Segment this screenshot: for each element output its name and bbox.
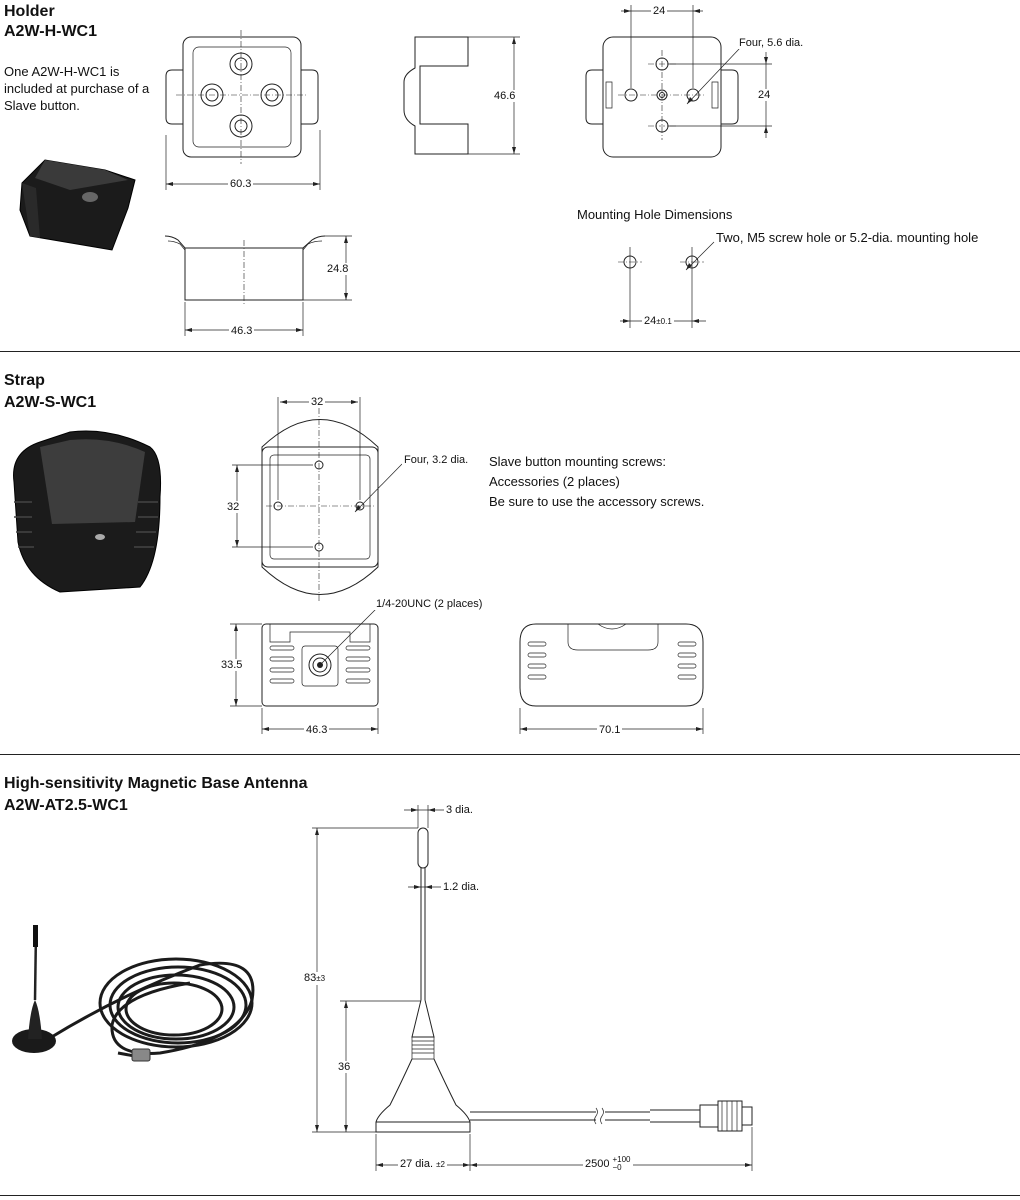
strap-drawings — [0, 352, 1020, 754]
strap-screws-line2: Accessories (2 places) — [489, 474, 620, 489]
strap-top-view — [232, 397, 402, 602]
antenna-section: High-sensitivity Magnetic Base Antenna A… — [0, 755, 1020, 1200]
holder-photo — [20, 160, 135, 250]
strap-model: A2W-S-WC1 — [4, 394, 97, 411]
strap-side-view — [520, 624, 703, 734]
divider-3 — [0, 1195, 1020, 1196]
antenna-dim-2500-tol: +100 −0 — [612, 1156, 630, 1172]
strap-dim-33-5: 33.5 — [219, 659, 245, 671]
antenna-drawing — [312, 805, 752, 1171]
antenna-dia-3: 3 dia. — [444, 804, 475, 816]
antenna-title: High-sensitivity Magnetic Base Antenna — [4, 775, 308, 792]
strap-title: Strap — [4, 372, 45, 389]
antenna-dim-36: 36 — [336, 1061, 353, 1073]
holder-back-view — [586, 5, 772, 157]
holder-holes-note: Four, 5.6 dia. — [737, 37, 806, 49]
holder-section: Holder A2W-H-WC1 One A2W-H-WC1 is includ… — [0, 0, 1020, 352]
holder-dim-60-3: 60.3 — [228, 178, 254, 190]
strap-dim-70-1: 70.1 — [597, 724, 623, 736]
antenna-dim-83-value: 83 — [304, 972, 317, 984]
antenna-drawings — [12, 755, 1020, 1200]
antenna-dim-2500: 2500 +100 −0 — [583, 1156, 633, 1172]
antenna-dim-2500-tol-lower: −0 — [612, 1163, 622, 1172]
mounting-hole-title: Mounting Hole Dimensions — [577, 207, 733, 222]
mounting-dim-tol: ±0.1 — [656, 317, 672, 326]
holder-front-view — [165, 236, 352, 336]
mounting-hole-dim: 24±0.1 — [642, 315, 674, 328]
mounting-dim-value: 24 — [644, 315, 657, 327]
strap-holes-note: Four, 3.2 dia. — [402, 454, 471, 466]
strap-dim-32-top: 32 — [309, 396, 326, 408]
holder-title: Holder — [4, 3, 55, 20]
antenna-dim-27-tol: ±2 — [436, 1160, 445, 1169]
holder-drawings — [0, 0, 1020, 352]
strap-screws-line1: Slave button mounting screws: — [489, 454, 667, 469]
antenna-dim-27: 27 dia. ±2 — [398, 1158, 447, 1171]
holder-dim-46-3: 46.3 — [229, 325, 255, 337]
holder-model: A2W-H-WC1 — [4, 23, 97, 40]
antenna-dim-83-tol: ±3 — [316, 974, 326, 983]
strap-front-view — [230, 607, 378, 734]
strap-dim-46-3: 46.3 — [304, 724, 330, 736]
antenna-dim-83: 83±3 — [302, 972, 328, 985]
antenna-model: A2W-AT2.5-WC1 — [4, 797, 128, 814]
strap-section: Strap A2W-S-WC1 — [0, 352, 1020, 754]
holder-top-view — [166, 30, 320, 190]
holder-dim-24-top: 24 — [651, 5, 668, 17]
antenna-dia-1-2: 1.2 dia. — [441, 881, 482, 893]
antenna-photo — [12, 925, 253, 1061]
mounting-hole-note: Two, M5 screw hole or 5.2-dia. mounting … — [716, 230, 979, 245]
divider-1 — [0, 351, 1020, 352]
strap-thread-note: 1/4-20UNC (2 places) — [374, 598, 485, 610]
antenna-dim-2500-value: 2500 — [585, 1158, 610, 1170]
divider-2 — [0, 754, 1020, 755]
holder-dim-24-8: 24.8 — [325, 263, 351, 275]
holder-dim-46-6: 46.6 — [492, 90, 518, 102]
antenna-dim-27-value: 27 dia. — [400, 1158, 434, 1170]
strap-dim-32-side: 32 — [225, 501, 242, 513]
holder-dim-24-side: 24 — [756, 89, 773, 101]
strap-photo — [14, 431, 161, 592]
holder-note: One A2W-H-WC1 is included at purchase of… — [4, 64, 150, 113]
strap-screws-line3: Be sure to use the accessory screws. — [489, 494, 705, 509]
antenna-dim-2500-tol-upper: +100 — [612, 1155, 631, 1164]
